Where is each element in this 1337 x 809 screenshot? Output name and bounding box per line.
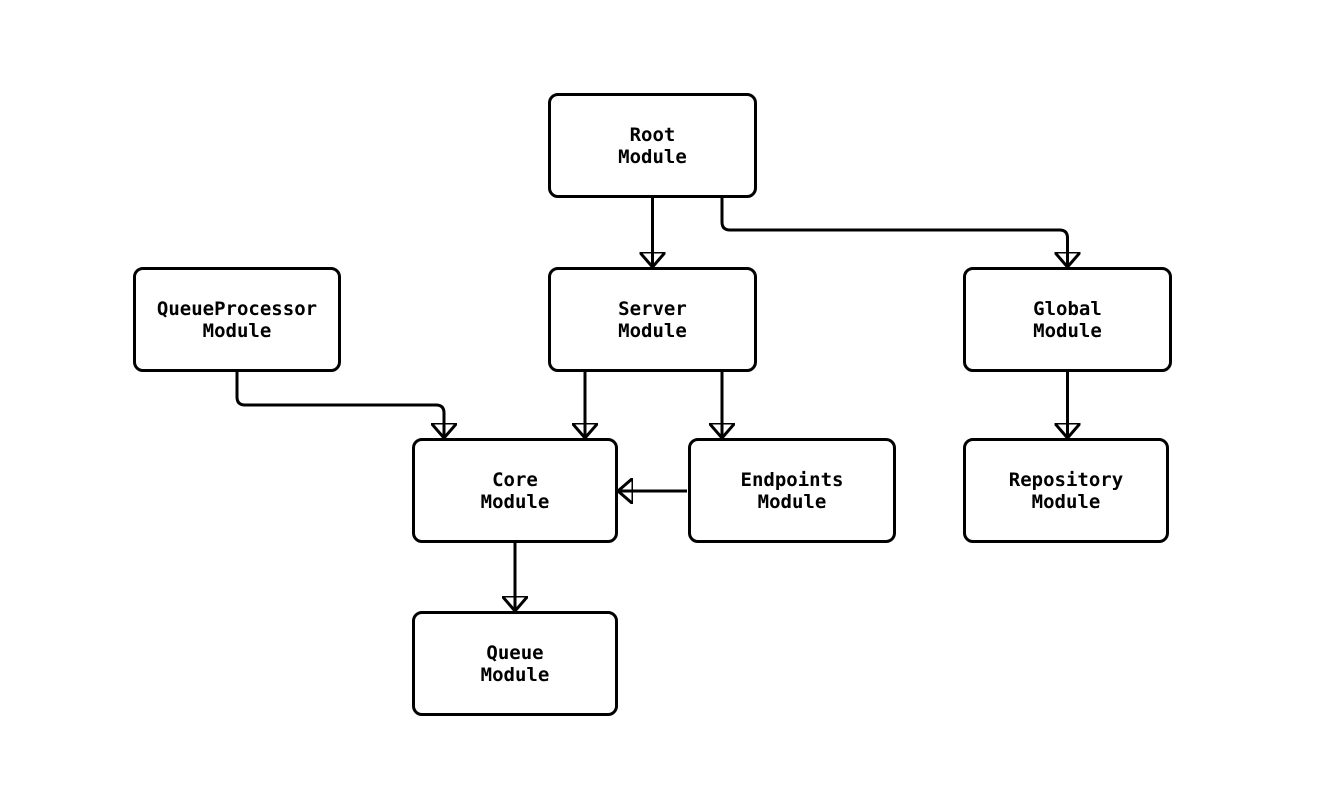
node-label-line: Global [1033,297,1102,320]
edge-root-global [720,198,1068,267]
node-repository-module: Repository Module [963,438,1169,543]
node-label-line: Module [202,319,272,342]
node-label-line: Repository [1008,468,1124,491]
node-label-line: Server [618,297,687,320]
node-label-line: Module [480,490,550,513]
node-endpoints-module: Endpoints Module [688,438,896,543]
node-label-line: Module [618,145,687,168]
node-queueprocessor-module: QueueProcessor Module [133,267,341,372]
node-label-line: Module [1033,319,1102,342]
node-label-line: Core [492,468,538,491]
node-global-module: Global Module [963,267,1172,372]
node-label-line: Module [480,663,550,686]
edge-queueprocessor-core [235,372,444,438]
node-label-line: QueueProcessor [156,297,318,320]
node-label-line: Endpoints [740,468,844,491]
node-label-line: Module [757,490,827,513]
node-label-line: Module [1031,490,1101,513]
node-queue-module: Queue Module [412,611,618,716]
node-core-module: Core Module [412,438,618,543]
node-root-module: Root Module [548,93,757,198]
node-label-line: Module [618,319,687,342]
node-label-line: Queue [486,641,544,664]
node-label-line: Root [629,123,676,146]
node-server-module: Server Module [548,267,757,372]
